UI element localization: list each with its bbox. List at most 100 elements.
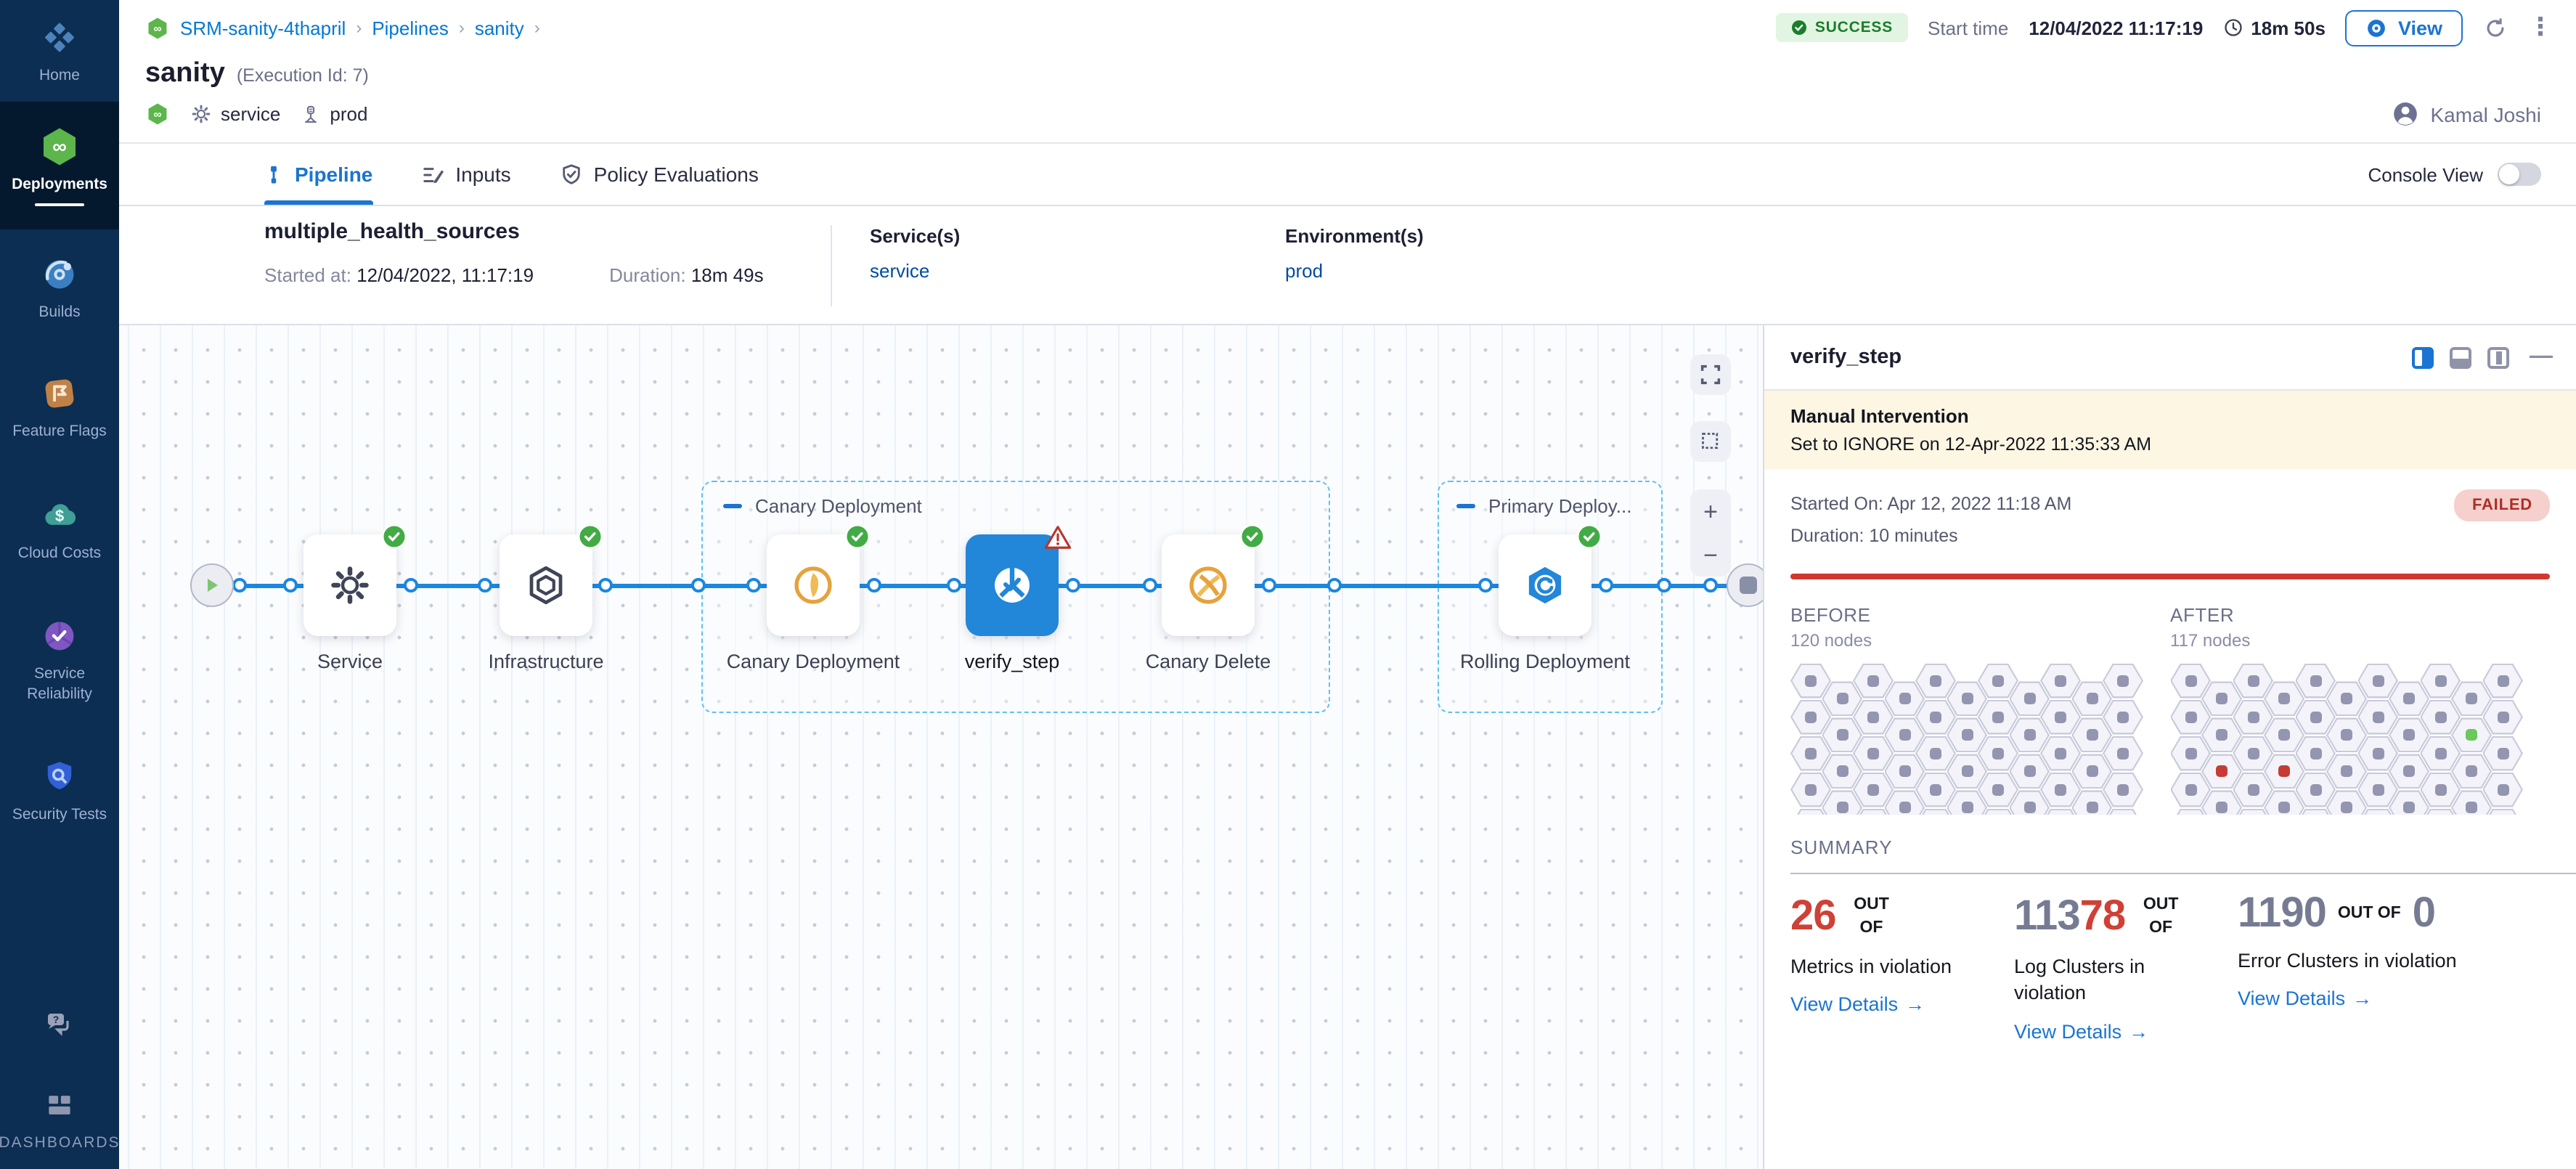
group-label[interactable]: Canary Deployment [723, 495, 922, 517]
refresh-icon[interactable] [2483, 15, 2508, 40]
service-tag[interactable]: service [190, 103, 280, 125]
builds-icon [38, 253, 81, 296]
success-badge-icon [845, 524, 870, 549]
node-hexagon [2420, 663, 2461, 698]
summary-card-label: Error Clusters in violation [2238, 949, 2457, 972]
node-hexagon [2170, 808, 2211, 815]
elapsed-time: 18m 50s [2223, 17, 2326, 38]
svg-text:∞: ∞ [52, 136, 67, 158]
hexagon-icon [529, 566, 563, 605]
tab-policy-evaluations[interactable]: Policy Evaluations [561, 144, 759, 205]
zoom-out-button[interactable]: − [1703, 541, 1718, 569]
view-button[interactable]: View [2345, 9, 2463, 46]
tab-bar: Pipeline Inputs Policy Evaluations Conso… [119, 144, 2576, 206]
console-view-toggle[interactable] [2498, 163, 2541, 186]
check-circle-icon [1791, 20, 1806, 35]
connector-dot [867, 578, 881, 592]
node-hexagon [2295, 772, 2336, 807]
view-details-link[interactable]: View Details→ [2238, 987, 2373, 1009]
node-hexagon [1822, 681, 1862, 717]
node-hexagon [2040, 699, 2081, 735]
sidebar-item-label: Feature Flags [12, 422, 107, 440]
stage-node-verify-step[interactable] [966, 526, 1072, 636]
node-hexagon [1978, 663, 2018, 698]
view-split-icon[interactable] [2412, 346, 2434, 368]
out-of-label: OUT OF [1854, 895, 1889, 937]
view-details-link[interactable]: View Details→ [1790, 993, 1925, 1016]
view-bottom-icon[interactable] [2450, 346, 2471, 368]
node-hexagon [1790, 736, 1831, 771]
stage-node-rolling-deployment[interactable] [1499, 524, 1602, 636]
stage-label[interactable]: Canary Delete [1145, 651, 1271, 672]
node-hexagon [2170, 699, 2211, 735]
node-hexagon [2103, 736, 2143, 771]
marquee-select-button[interactable] [1690, 421, 1731, 462]
sidebar-item-help[interactable]: ? [0, 980, 119, 1067]
arrow-right-icon: → [1905, 993, 1925, 1016]
node-hexagon [1790, 772, 1831, 807]
sidebar-item-home[interactable]: Home [0, 0, 119, 102]
group-label[interactable]: Primary Deploy... [1456, 495, 1645, 517]
active-underline [35, 203, 84, 206]
sidebar-item-builds[interactable]: Builds [0, 229, 119, 346]
stage-node-infrastructure[interactable] [500, 524, 603, 636]
violation-count: 1190 [2238, 889, 2327, 937]
start-node [190, 563, 234, 607]
sidebar-item-dashboards[interactable]: DASHBOARDS [0, 1067, 119, 1169]
sidebar-item-label: DASHBOARDS [0, 1133, 121, 1152]
node-hexagon [2451, 681, 2492, 717]
user-menu[interactable]: Kamal Joshi [2391, 100, 2541, 128]
stage-label[interactable]: Service [317, 651, 383, 672]
stage-label[interactable]: Infrastructure [488, 651, 604, 672]
node-hexagon [2071, 681, 2112, 717]
node-hexagon [1853, 699, 1894, 735]
node-hexagon [2071, 754, 2112, 789]
breadcrumb-pipelines[interactable]: Pipelines [372, 17, 449, 38]
kebab-menu-icon[interactable]: ⋮ [2528, 13, 2553, 41]
status-badge: SUCCESS [1775, 13, 1908, 42]
pipeline-canvas[interactable]: Canary Deployment Primary Deploy... [119, 325, 1763, 1169]
gear-icon [192, 105, 211, 123]
view-right-icon[interactable] [2487, 346, 2509, 368]
sidebar-item-security-tests[interactable]: Security Tests [0, 729, 119, 851]
sidebar-item-label: Cloud Costs [17, 544, 102, 562]
sidebar-item-service-reliability[interactable]: Service Reliability [0, 590, 119, 729]
node-hexagon [2482, 736, 2523, 771]
node-hexagon [1822, 754, 1862, 789]
node-hexagon [2295, 808, 2336, 815]
stage-label[interactable]: Canary Deployment [726, 651, 900, 672]
started-at-label: Started at: [264, 264, 351, 286]
breadcrumb-pipeline-name[interactable]: sanity [474, 17, 524, 38]
collapse-panel-icon[interactable]: — [2530, 344, 2553, 369]
connector-dot [478, 578, 492, 592]
tab-pipeline[interactable]: Pipeline [264, 144, 372, 205]
sidebar-item-cloud-costs[interactable]: $ Cloud Costs [0, 468, 119, 590]
sidebar-item-feature-flags[interactable]: Feature Flags [0, 346, 119, 468]
stage-node-canary-delete[interactable] [1162, 524, 1265, 636]
stage-node-canary-deployment[interactable] [767, 524, 870, 636]
connector-dot [1703, 578, 1718, 592]
node-hexagon [1978, 808, 2018, 815]
breadcrumb-project[interactable]: SRM-sanity-4thapril [180, 17, 346, 38]
zoom-in-button[interactable]: + [1703, 497, 1718, 525]
canary-delete-icon [1189, 566, 1227, 604]
stage-label[interactable]: verify_step [964, 651, 1060, 672]
sidebar-item-deployments[interactable]: ∞ Deployments [0, 102, 119, 229]
environment-link[interactable]: prod [1285, 260, 1324, 282]
tab-inputs[interactable]: Inputs [422, 144, 511, 205]
view-details-link[interactable]: View Details→ [2014, 1020, 2149, 1043]
stage-label[interactable]: Rolling Deployment [1459, 651, 1631, 672]
node-hexagon [2040, 772, 2081, 807]
step-started-on: Started On: Apr 12, 2022 11:18 AM [1790, 494, 2072, 514]
expand-canvas-button[interactable] [1690, 354, 1731, 395]
service-link[interactable]: service [870, 260, 930, 282]
stage-node-service[interactable] [303, 524, 407, 636]
node-hexagon [2357, 699, 2398, 735]
environment-tag[interactable]: prod [301, 103, 367, 125]
duration-label: Duration: [609, 264, 686, 286]
node-hexagon [2040, 663, 2081, 698]
node-hexagon [1853, 808, 1894, 815]
